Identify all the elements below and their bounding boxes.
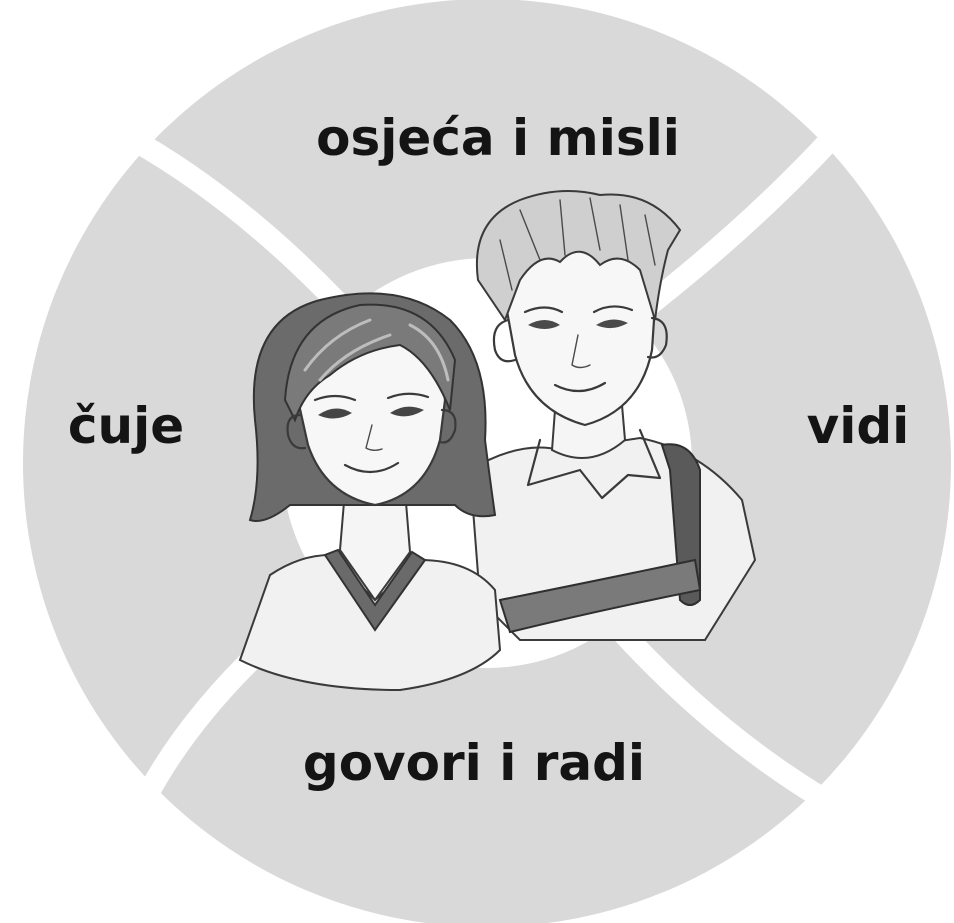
- boy-collar: [526, 428, 662, 500]
- girl-nose: [365, 424, 383, 451]
- label-bottom: govori i radi: [303, 734, 645, 792]
- girl-mouth: [343, 461, 400, 474]
- girl-eye-left: [318, 408, 352, 419]
- teenagers-illustration: [238, 190, 757, 692]
- girl-hair-highlights: [303, 318, 450, 382]
- girl-vneck: [323, 548, 427, 632]
- girl-bangs: [283, 303, 457, 423]
- boy-hair-strands: [499, 197, 656, 291]
- girl-ear-left: [286, 413, 307, 450]
- boy-mouth: [553, 381, 607, 393]
- girl-eye-right: [390, 406, 424, 417]
- boy-eye-left: [528, 320, 560, 329]
- boy-ear-left: [492, 318, 517, 363]
- divider-top-left: [106, 118, 348, 313]
- boy-eye-right: [596, 319, 628, 329]
- divider-bottom-right: [611, 622, 866, 830]
- label-top: osjeća i misli: [316, 109, 680, 167]
- boy-strap-band: [498, 558, 702, 634]
- boy-figure: [468, 190, 757, 641]
- label-right: vidi: [807, 397, 910, 455]
- boy-hair: [476, 190, 682, 323]
- girl-figure: [238, 292, 502, 692]
- boy-ear-right: [646, 316, 668, 359]
- segment-labels: osjeća i misli vidi govori i radi čuje: [68, 109, 909, 792]
- girl-ear-right: [438, 408, 457, 444]
- segment-dividers: [106, 110, 866, 830]
- label-left: čuje: [68, 397, 184, 455]
- boy-nose: [571, 334, 591, 369]
- girl-brows: [313, 392, 430, 402]
- divider-top-right: [623, 110, 859, 329]
- boy-brows: [523, 305, 634, 314]
